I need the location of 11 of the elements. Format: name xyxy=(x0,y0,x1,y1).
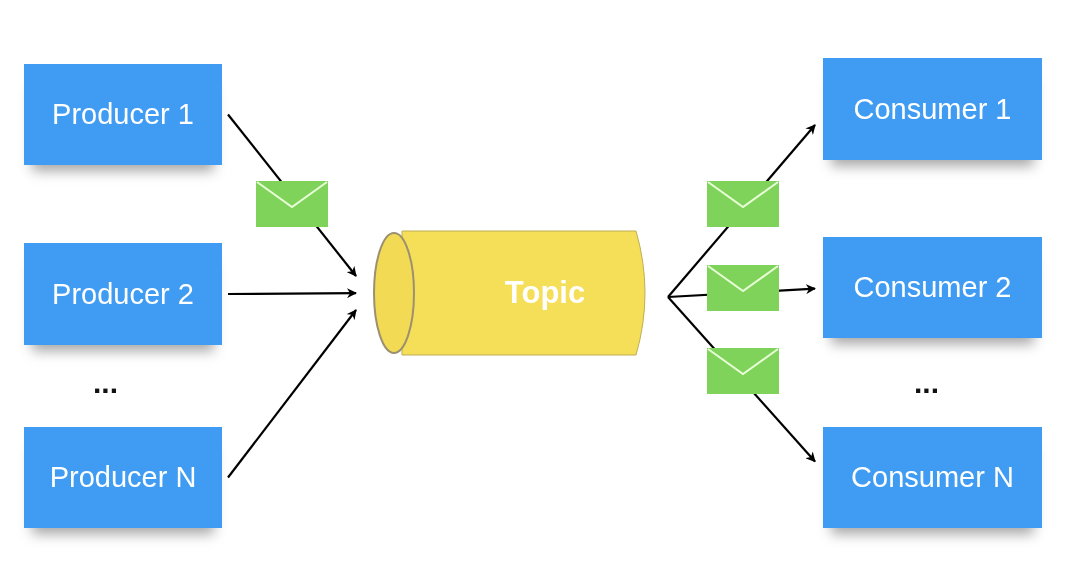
producer-box: Producer 2 xyxy=(24,243,222,345)
consumer-box: Consumer 1 xyxy=(823,58,1042,160)
arrow xyxy=(228,288,357,299)
producer-box: Producer 1 xyxy=(24,64,222,165)
consumer-box: Consumer 2 xyxy=(823,237,1042,338)
topic-label: Topic xyxy=(503,275,587,311)
ellipsis-text: ... xyxy=(914,366,939,400)
arrow xyxy=(227,309,357,479)
producer-box: Producer N xyxy=(24,427,222,528)
ellipsis-text: ... xyxy=(93,366,118,400)
consumer-box: Consumer N xyxy=(823,427,1042,528)
